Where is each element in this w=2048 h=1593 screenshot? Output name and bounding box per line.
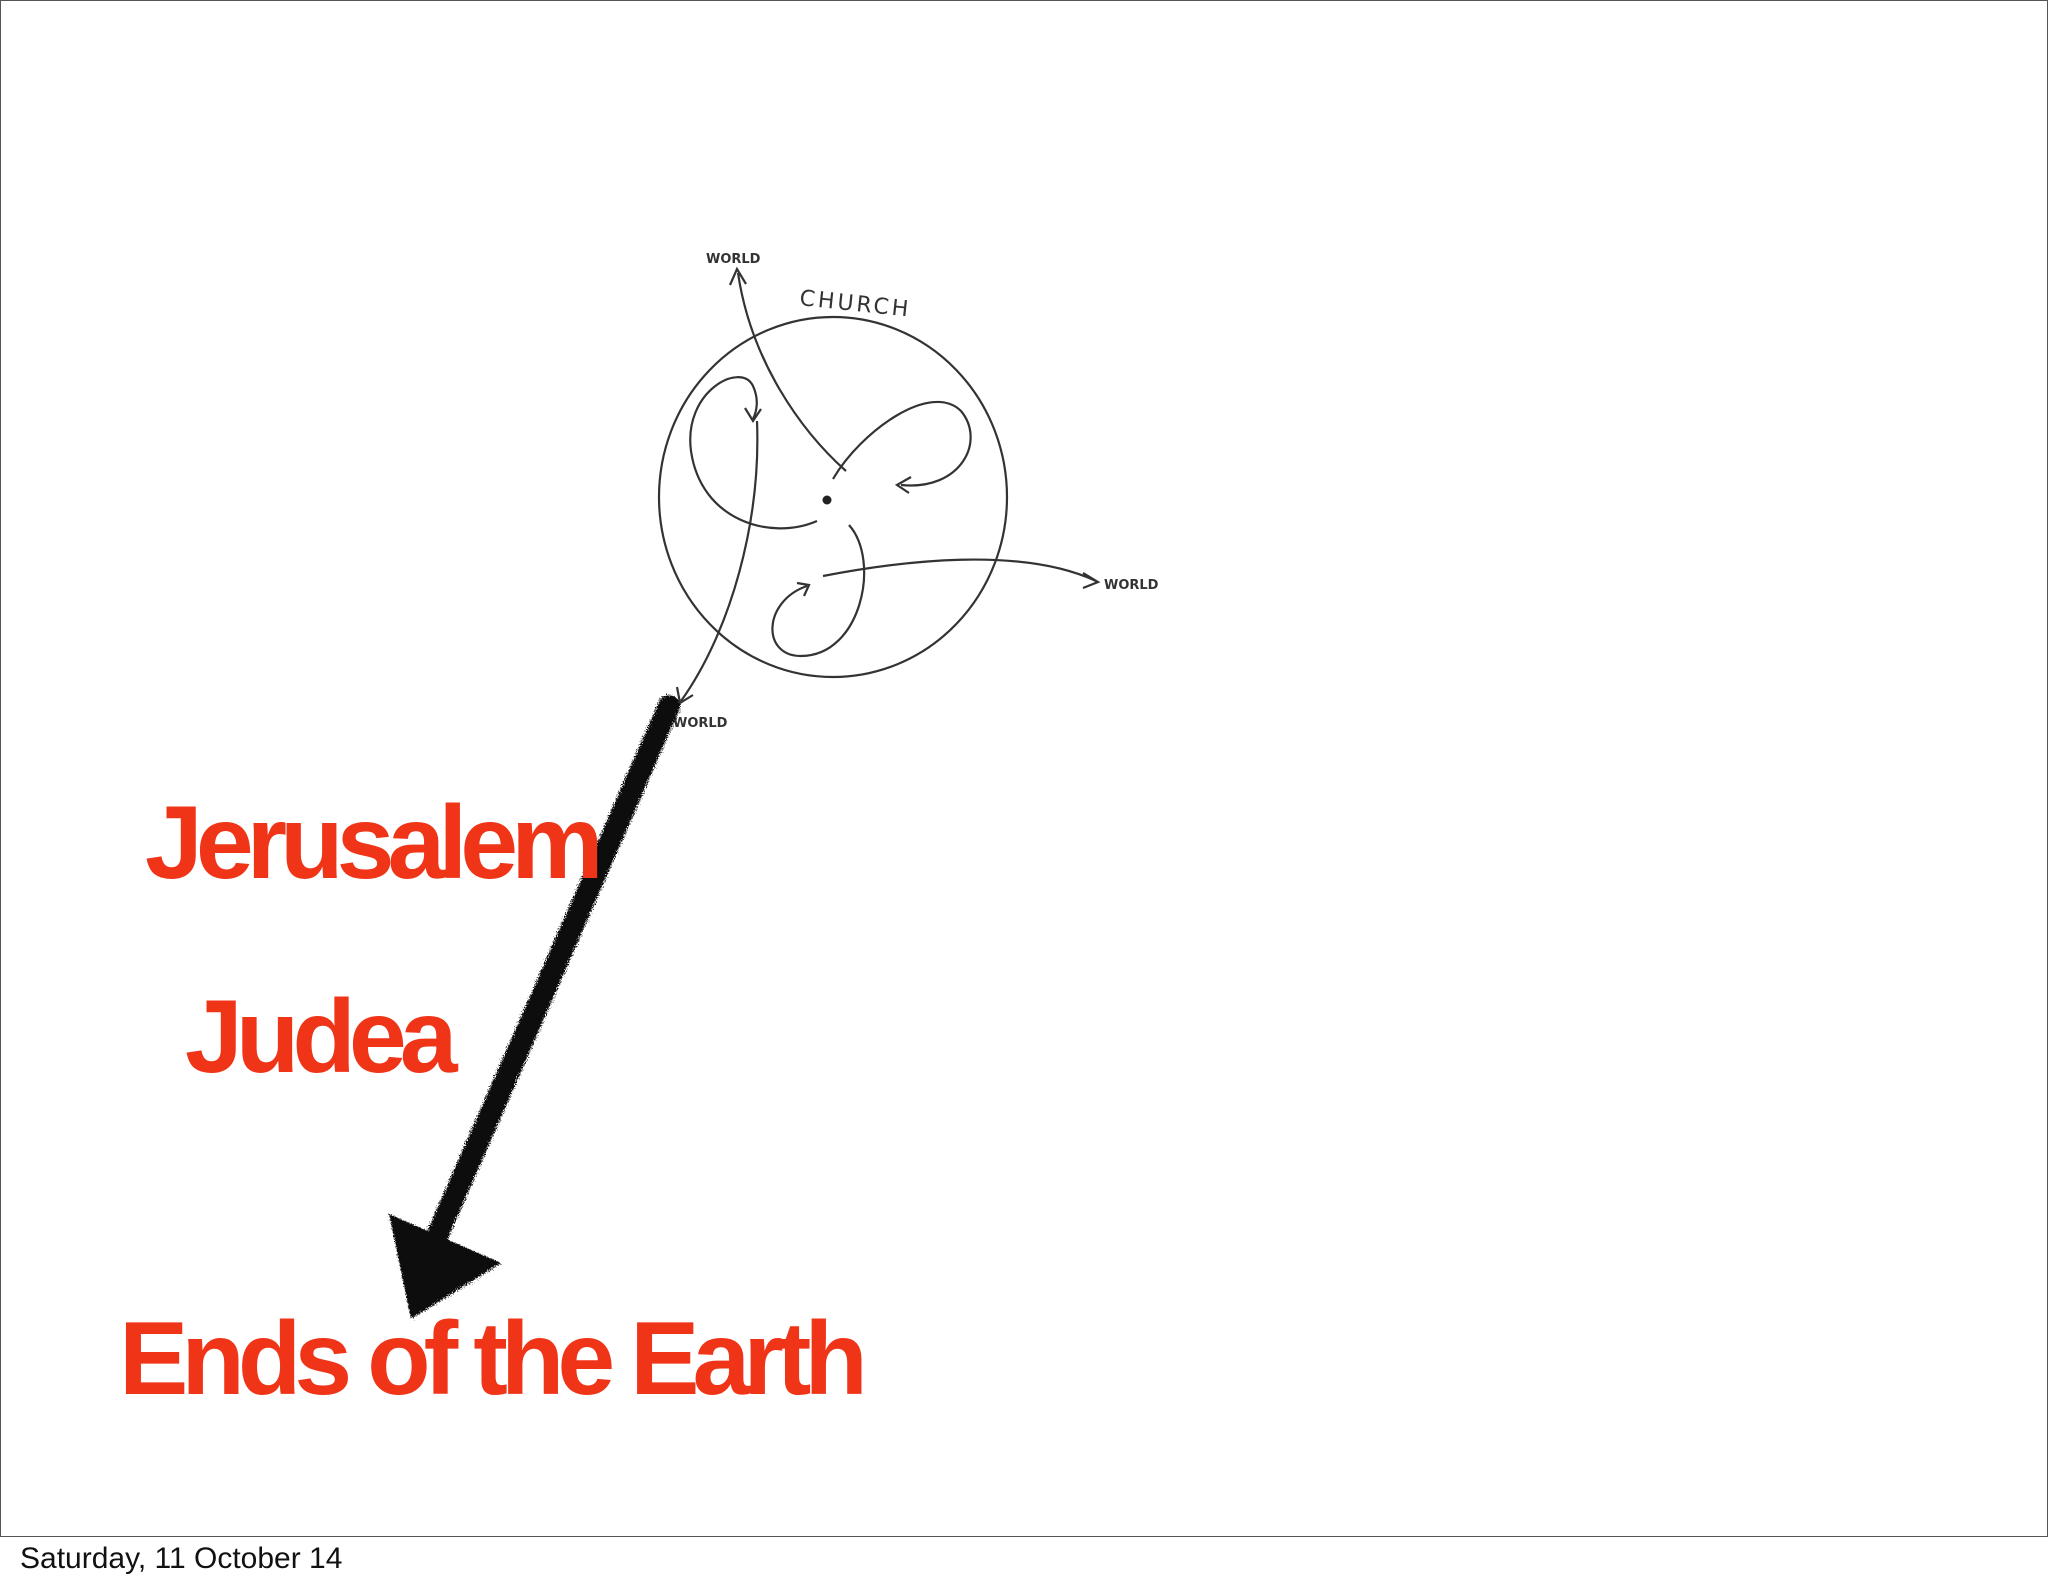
big-arrow-icon: [389, 695, 680, 1319]
label-jerusalem: Jerusalem: [145, 785, 604, 901]
world-arrow-top: [736, 272, 847, 472]
world-label-right: WORLD: [1104, 578, 1159, 593]
swirl-lower: [771, 524, 866, 658]
center-dot: [822, 495, 832, 505]
world-arrow-bottom: [680, 420, 759, 702]
world-label-bottom: WORLD: [673, 716, 728, 731]
church-circle: [657, 315, 1009, 679]
footer-date: Saturday, 11 October 14: [20, 1542, 343, 1575]
label-ends-of-the-earth: Ends of the Earth: [119, 1301, 868, 1417]
label-judea: Judea: [185, 979, 458, 1095]
swirl-left: [689, 376, 818, 530]
world-label-top: WORLD: [706, 252, 761, 267]
swirl-upper-right: [832, 400, 972, 487]
world-arrow-right: [822, 558, 1097, 582]
slide: CHURCH WORLD WORLD WORLD Jerusalem Judea…: [0, 0, 2048, 1537]
church-world-sketch: CHURCH WORLD WORLD WORLD: [389, 252, 1159, 1319]
